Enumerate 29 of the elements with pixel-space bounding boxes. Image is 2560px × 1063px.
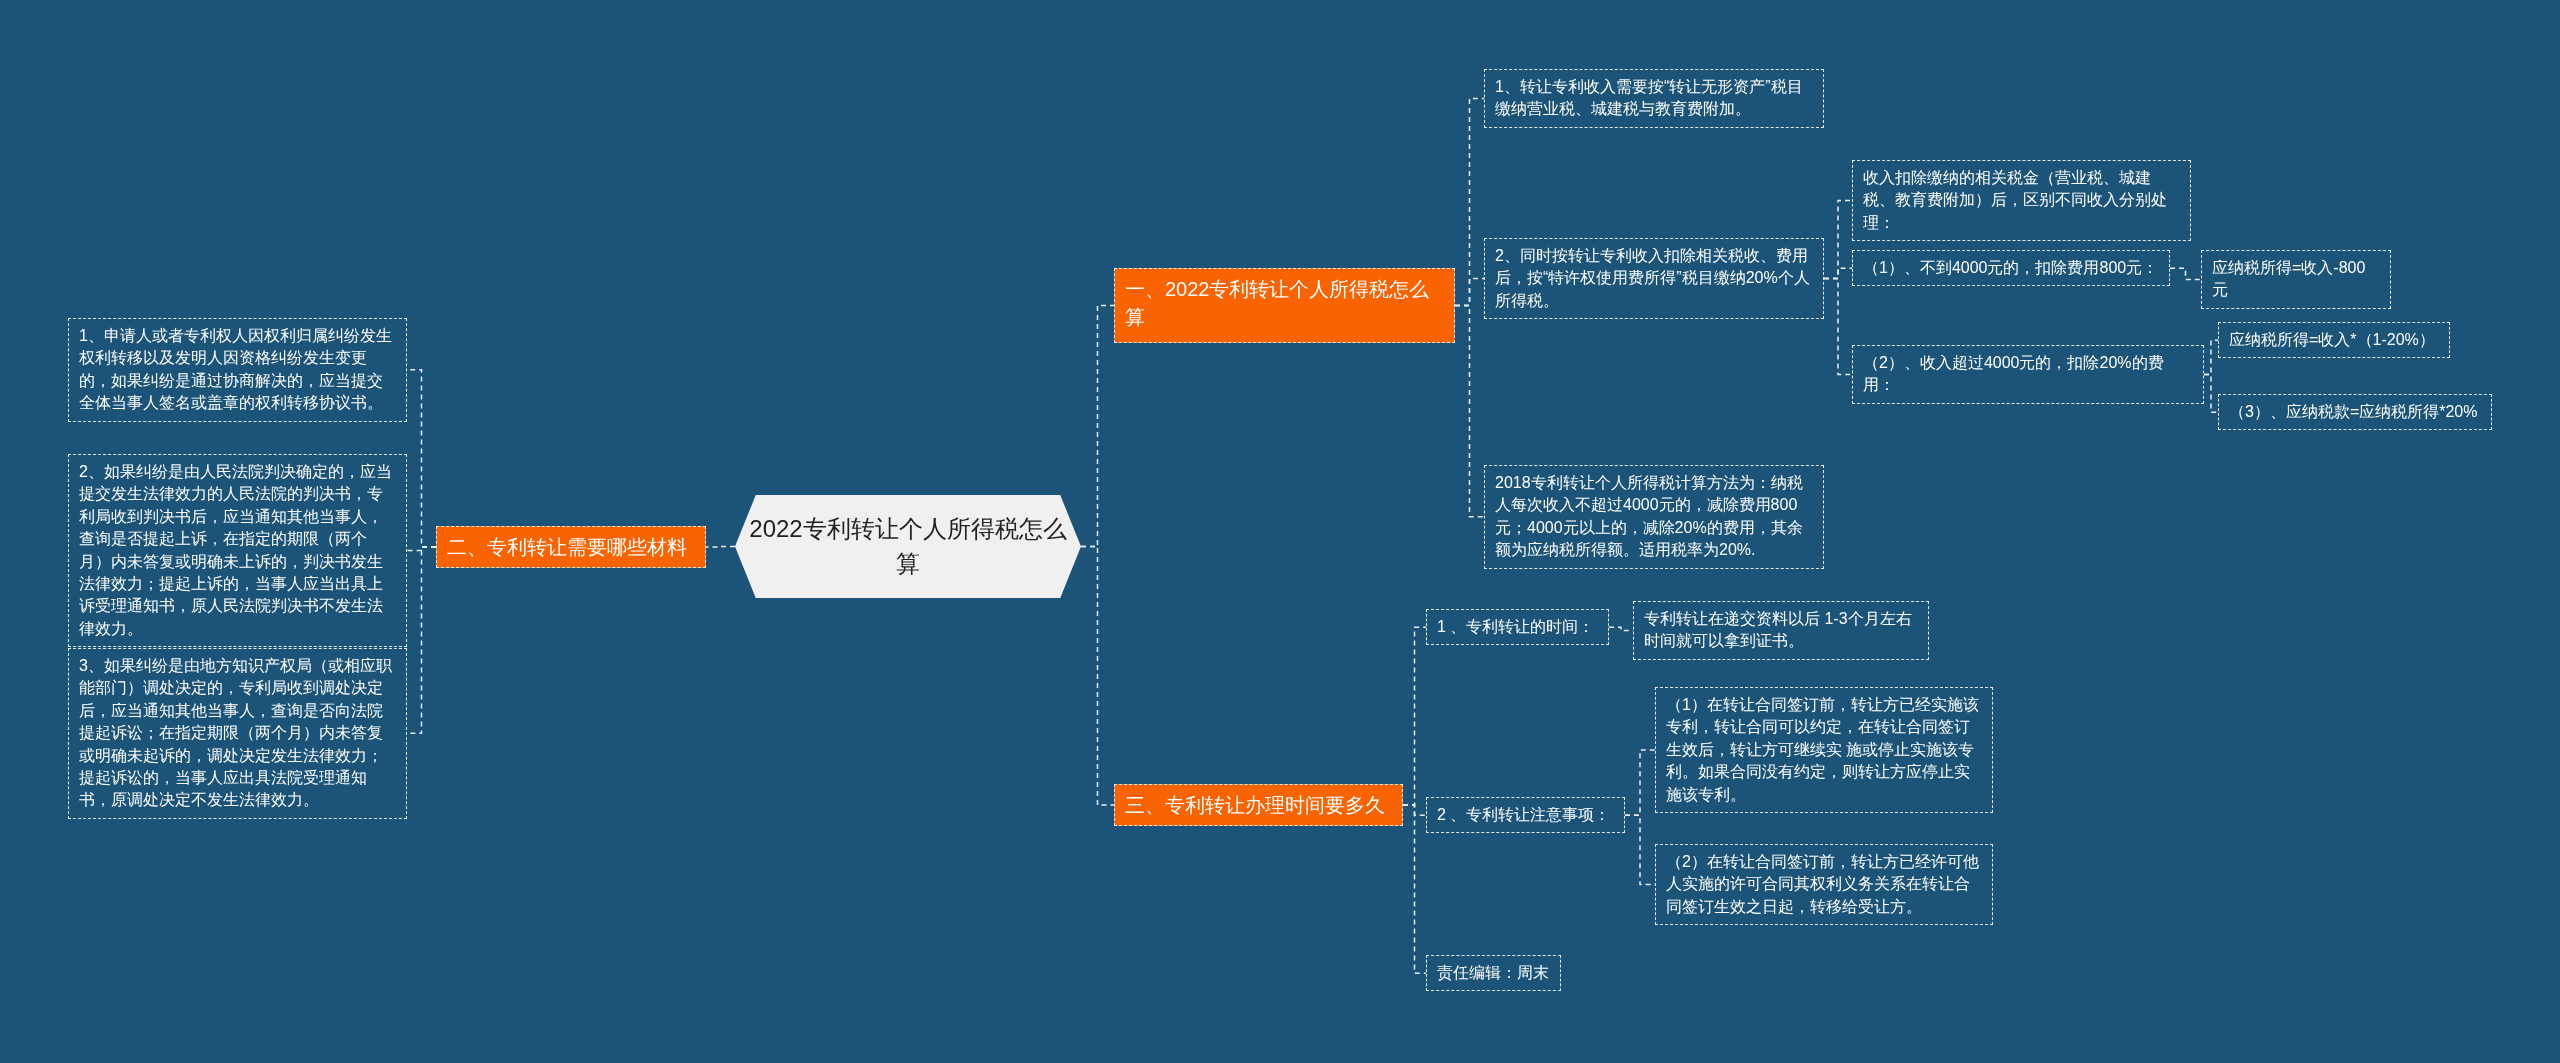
branch-topic: 一、2022专利转让个人所得税怎么算	[1114, 268, 1455, 343]
connector-line	[2203, 373, 2219, 413]
text-box: 2、同时按转让专利收入扣除相关税收、费用后，按“特许权使用费所得”税目缴纳20%个人所得税。	[1484, 238, 1824, 320]
text-box: 1 、专利转让的时间：	[1426, 609, 1609, 646]
text-box: （3）、应纳税款=应纳税所得*20%	[2218, 394, 2492, 431]
text-box: （1）、不到4000元的，扣除费用800元：	[1852, 250, 2170, 287]
text-box: 专利转让在递交资料以后 1-3个月左右时间就可以拿到证书。	[1633, 601, 1929, 660]
branch-topic: 三、专利转让办理时间要多久	[1114, 784, 1403, 826]
branch-topic: 二、专利转让需要哪些材料	[436, 526, 706, 568]
text-box: 责任编辑：周末	[1426, 955, 1561, 992]
connector-line	[2169, 267, 2202, 281]
connector-line	[1454, 304, 1485, 518]
text-box: （2）、收入超过4000元的，扣除20%的费用：	[1852, 345, 2204, 404]
text-box: 应纳税所得=收入-800元	[2201, 250, 2391, 309]
text-box: 应纳税所得=收入*（1-20%）	[2218, 322, 2450, 359]
text-box: 1、转让专利收入需要按“转让无形资产”税目缴纳营业税、城建税与教育费附加。	[1484, 69, 1824, 128]
text-box: 2 、专利转让注意事项：	[1426, 797, 1625, 834]
connector-line	[705, 545, 736, 548]
text-box: （1）在转让合同签订前，转让方已经实施该专利，转让合同可以约定，在转让合同签订生效后，转让方可继续实 施或停止实施该专利。如果合同没有约定，则转让方应停止实施该专利。	[1655, 687, 1993, 813]
text-box: 收入扣除缴纳的相关税金（营业税、城建税、教育费附加）后，区别不同收入分别处理：	[1852, 160, 2191, 242]
connector-line	[1402, 804, 1427, 974]
text-box: 3、如果纠纷是由地方知识产权局（或相应职能部门）调处决定的，专利局收到调处决定后，应当通知其他当事人，查询是否向法院提起诉讼；在指定期限（两个月）内未答复或明确未起诉的，调处决定发生法律效力；提起诉讼的，当事人应出具法院受理通知书，原调处决定不发生法律效力。	[68, 648, 407, 819]
text-box: （2）在转让合同签订前，转让方已经许可他人实施的许可合同其权利义务关系在转让合同签订生效之日起，转移给受让方。	[1655, 844, 1993, 926]
connector-line	[1823, 277, 1853, 376]
text-box: 2、如果纠纷是由人民法院判决确定的，应当提交发生法律效力的人民法院的判决书，专利局收到判决书后，应当通知其他当事人，查询是否提起上诉，在指定的期限（两个月）内未答复或明确未上诉的，判决书发生法律效力；提起上诉的，当事人应当出具上诉受理通知书，原人民法院判决书不发生法律效力。	[68, 454, 407, 648]
text-box: 1、申请人或者专利权人因权利归属纠纷发生权利转移以及发明人因资格纠纷发生变更的，如果纠纷是通过协商解决的，应当提交全体当事人签名或盖章的权利转移协议书。	[68, 318, 407, 422]
central-topic: 2022专利转让个人所得税怎么算	[735, 495, 1081, 598]
text-box: 2018专利转让个人所得税计算方法为：纳税人每次收入不超过4000元的，减除费用800元；4000元以上的，减除20%的费用，其余额为应纳税所得额。适用税率为20%.	[1484, 465, 1824, 569]
connector-line	[1080, 545, 1115, 806]
